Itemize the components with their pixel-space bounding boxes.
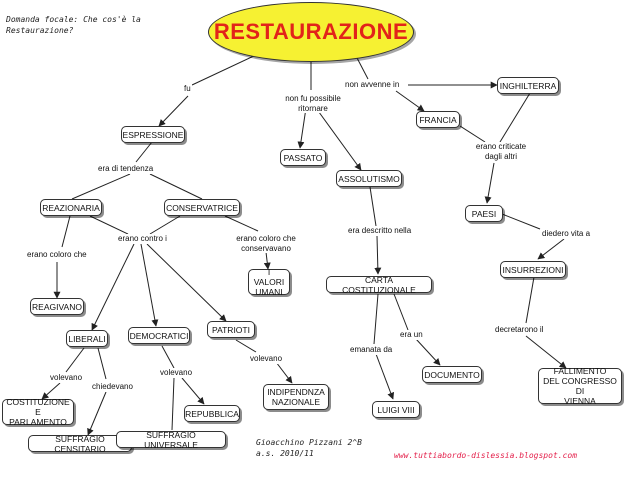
main-concept-ellipse: RESTAURAZIONE: [208, 2, 414, 62]
node-assolutismo: ASSOLUTISMO: [336, 170, 402, 187]
link-label-volevano-patrioti: volevano: [249, 354, 284, 364]
link-label-decretarono-il: decretarono il: [494, 325, 545, 335]
link-label-non-fu-possibile-ritornare: non fu possibile ritornare: [282, 94, 344, 113]
website-url: www.tuttiabordo-dislessia.blogspot.com: [394, 451, 578, 460]
focus-question: Domanda focale: Che cos'è la Restaurazio…: [6, 15, 141, 35]
link-label-volevano-liberali: volevano: [49, 373, 84, 383]
node-costituzione-e-parlamento: COSTITUZIONE E PARLAMENTO: [2, 397, 74, 427]
node-suffragio-universale: SUFFRAGIO UNIVERSALE: [116, 430, 226, 450]
link-label-non-avvenne-in: non avvenne in: [344, 80, 401, 90]
link-label-erano-coloro-che-conservavano: erano coloro che conservavano: [232, 234, 300, 253]
node-reagivano: REAGIVANO: [30, 298, 84, 315]
main-title: RESTAURAZIONE: [213, 19, 409, 44]
link-label-erano-criticate-dagli-altri: erano criticate dagli altri: [470, 142, 532, 161]
node-patrioti: PATRIOTI: [207, 321, 255, 338]
node-francia: FRANCIA: [416, 111, 460, 128]
link-label-era-di-tendenza: era di tendenza: [97, 164, 155, 174]
node-democratici: DEMOCRATICI: [128, 327, 190, 344]
node-passato: PASSATO: [280, 149, 326, 166]
link-label-erano-coloro-che: erano coloro che: [26, 250, 88, 260]
node-luigi-viii: LUIGI VIII: [372, 401, 420, 418]
link-label-chiedevano: chiedevano: [91, 382, 134, 392]
node-insurrezioni: INSURREZIONI: [500, 261, 566, 278]
link-label-era-un: era un: [399, 330, 424, 340]
node-fallimento-congresso-vienna: FALLIMENTO DEL CONGRESSO DI VIENNA: [538, 366, 622, 406]
node-carta-costituzionale: CARTA COSTITUZIONALE: [326, 275, 432, 295]
link-label-erano-contro-i: erano contro i: [117, 234, 168, 244]
link-label-volevano-democratici: volevano: [159, 368, 194, 378]
node-i-valori-umani: I VALORI UMANI: [248, 267, 290, 297]
author-credit: Gioacchino Pizzani 2^B a.s. 2010/11: [256, 438, 362, 458]
node-documento: DOCUMENTO: [422, 366, 482, 383]
node-repubblica: REPUBBLICA: [184, 405, 240, 422]
node-reazionaria: REAZIONARIA: [40, 199, 102, 216]
node-espressione: ESPRESSIONE: [121, 126, 185, 143]
link-label-diedero-vita-a: diedero vita a: [541, 229, 592, 239]
node-inghilterra: INGHILTERRA: [497, 77, 559, 94]
node-paesi: PAESI: [465, 205, 503, 222]
link-label-era-descritto-nella: era descritto nella: [347, 226, 413, 236]
node-liberali: LIBERALI: [66, 330, 108, 347]
link-label-fu: fu: [183, 84, 192, 94]
link-label-emanata-da: emanata da: [349, 345, 394, 355]
node-indipendenza-nazionale: INDIPENDNZA NAZIONALE: [263, 384, 329, 410]
node-conservatrice: CONSERVATRICE: [164, 199, 240, 216]
node-suffragio-censitario: SUFFRAGIO CENSITARIO: [28, 434, 132, 454]
